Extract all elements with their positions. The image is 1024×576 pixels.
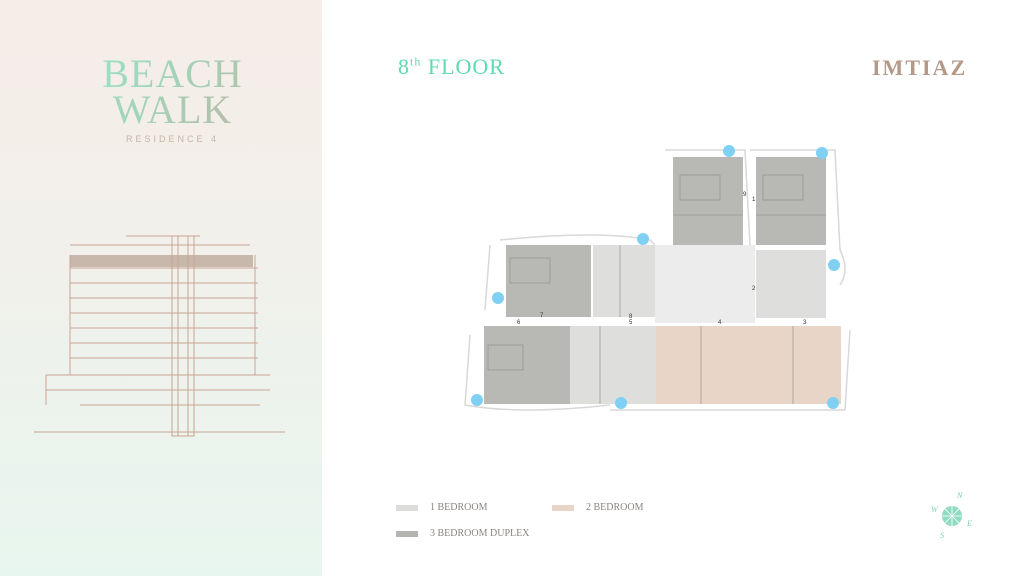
unit-5-1br [570, 326, 656, 404]
unit-label-9: 9 [743, 192, 747, 198]
unit-3-2br [746, 326, 841, 404]
compass-n: N [956, 491, 963, 500]
building-elevation [34, 235, 285, 437]
unit-label-4: 4 [718, 320, 722, 326]
unit-label-1: 1 [752, 197, 756, 203]
unit-label-2: 2 [752, 286, 756, 292]
legend-label: 3 BEDROOM DUPLEX [430, 528, 530, 539]
unit-7-duplex [506, 245, 591, 317]
legend-swatch [552, 504, 574, 511]
project-logo-line1: BEACH [0, 54, 345, 94]
legend-2-bedroom: 2 BEDROOM [552, 502, 644, 513]
legend-3-bedroom-duplex: 3 BEDROOM DUPLEX [396, 528, 529, 539]
legend-swatch [396, 530, 418, 537]
unit-label-8: 8 [629, 314, 633, 320]
compass-icon: N E S W [930, 490, 980, 540]
floor-number: 8 [398, 54, 410, 79]
unit-6-duplex [484, 326, 570, 404]
unit-8-1br [593, 245, 655, 317]
floor-title: 8th FLOOR [398, 54, 505, 80]
unit-label-3: 3 [803, 320, 807, 326]
floor-suffix: th [410, 54, 422, 69]
core [655, 245, 755, 323]
floor-label: FLOOR [427, 54, 505, 79]
legend-label: 2 BEDROOM [586, 502, 644, 513]
unit-label-7: 7 [540, 313, 544, 319]
unit-label-6: 6 [517, 320, 521, 326]
compass-w: W [931, 505, 939, 514]
unit-4-2br [656, 326, 746, 404]
project-logo-line2: WALK [0, 90, 345, 130]
legend-swatch [396, 504, 418, 511]
left-panel: BEACH WALK RESIDENCE 4 [0, 0, 322, 576]
balcony-pools [471, 145, 840, 409]
unit-9-duplex [673, 157, 743, 245]
compass-e: E [966, 519, 972, 528]
unit-1-duplex [756, 157, 826, 245]
legend-1-bedroom: 1 BEDROOM [396, 502, 488, 513]
brand-logo: IMTIAZ [872, 55, 968, 80]
project-subtitle: RESIDENCE 4 [125, 134, 220, 144]
unit-label-5: 5 [629, 320, 633, 326]
legend-label: 1 BEDROOM [430, 502, 488, 513]
compass-s: S [940, 531, 944, 540]
unit-2-1br [756, 250, 826, 318]
